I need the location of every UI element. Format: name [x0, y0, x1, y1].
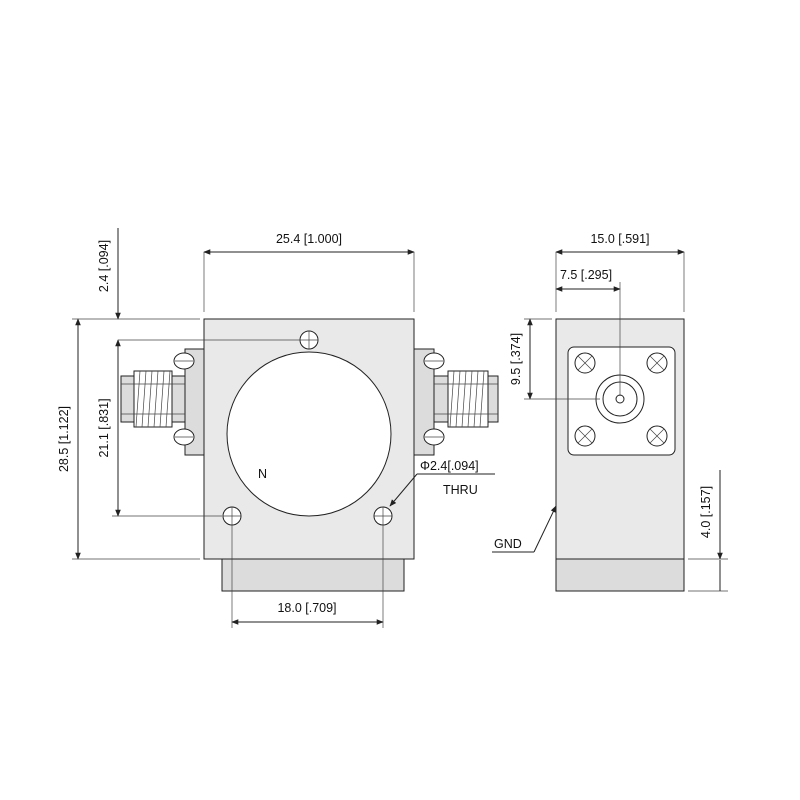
- sma-connector-icon: [433, 370, 499, 428]
- dim-hole-spacing-vertical: 21.1 [.831]: [97, 398, 111, 457]
- dim-side-width: 15.0 [.591]: [590, 232, 649, 246]
- screw-icon: [423, 352, 445, 446]
- dim-width-top: 25.4 [1.000]: [276, 232, 342, 246]
- mounting-hole-icon: [222, 506, 242, 526]
- screw-icon: [646, 425, 668, 447]
- screw-icon: [574, 425, 596, 447]
- dim-hole-diameter: Φ2.4[.094]: [420, 459, 479, 473]
- dim-hole-note: THRU: [443, 483, 478, 497]
- mounting-hole-icon: [299, 330, 319, 350]
- marker-label: N: [258, 467, 267, 481]
- bottom-tab: [221, 558, 405, 592]
- side-base: [555, 558, 685, 592]
- screw-icon: [173, 352, 195, 446]
- dim-height-total: 28.5 [1.122]: [57, 406, 71, 472]
- center-dome: [226, 351, 392, 517]
- mounting-hole-icon: [373, 506, 393, 526]
- front-view: N: [57, 228, 499, 628]
- dim-hole-spacing-bottom: 18.0 [.709]: [277, 601, 336, 615]
- screw-icon: [646, 352, 668, 374]
- sma-connector-icon: [120, 370, 186, 428]
- screw-icon: [574, 352, 596, 374]
- side-view: 15.0 [.591] 7.5 [.295] 9.5 [.374] 4.0 [.…: [492, 232, 728, 592]
- dim-side-base-height: 4.0 [.157]: [699, 486, 713, 538]
- gnd-label: GND: [494, 537, 522, 551]
- dim-side-center: 7.5 [.295]: [560, 268, 612, 282]
- dim-side-connector-height: 9.5 [.374]: [509, 333, 523, 385]
- dim-top-offset: 2.4 [.094]: [97, 240, 111, 292]
